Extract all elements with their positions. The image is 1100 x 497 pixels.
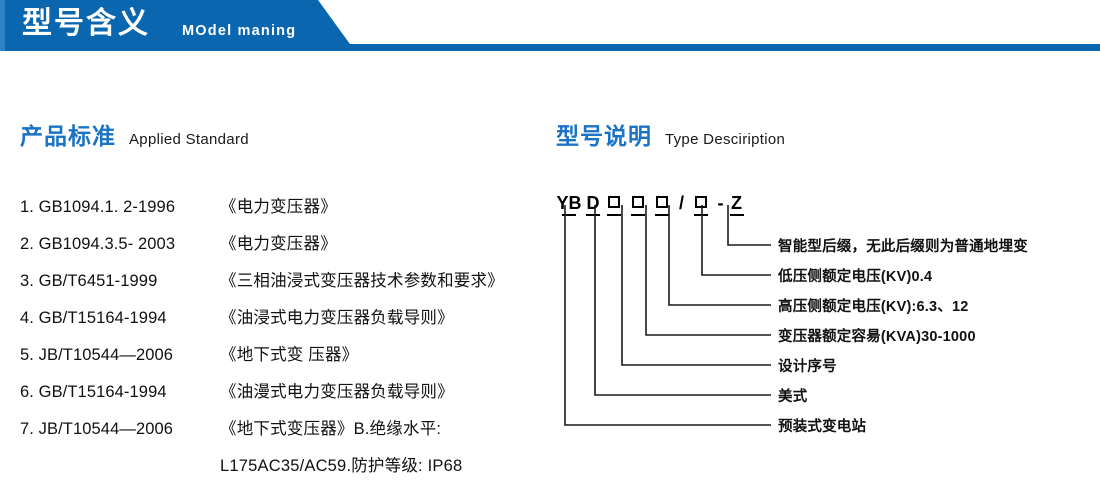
type-code-token: Z [731,193,742,213]
standard-name: 《地下式变压器》B.绝缘水平: [220,420,442,438]
header-left-edge-stripe [0,0,5,51]
standard-code: 1. GB1094.1. 2-1996 [20,198,176,216]
type-code-token: D [586,193,600,213]
placeholder-square-icon [695,196,707,208]
type-code-placeholder-box [628,193,648,214]
standard-name: 《三相油浸式变压器技术参数和要求》 [220,272,504,290]
type-code-label: 低压侧额定电压(KV)0.4 [778,269,933,285]
standard-code: 7. JB/T10544—2006 [20,420,174,438]
type-code-token: / [678,193,684,213]
placeholder-square-icon [608,196,620,208]
standards-list: 1. GB1094.1. 2-1996《电力变压器》2. GB1094.3.5-… [20,193,550,489]
standard-row: 4. GB/T15164-1994 《油浸式电力变压器负载导则》 [20,304,550,341]
section-heading-type-description: 型号说明 Type Desciription [556,117,785,151]
standard-name: 《油漫式电力变压器负载导则》 [220,383,454,401]
type-code-label: 变压器额定容昜(KVA)30-1000 [778,329,976,345]
standard-row: 7. JB/T10544—2006 《地下式变压器》B.绝缘水平: [20,415,550,452]
type-code-placeholder-box [691,193,711,214]
section-heading-en: Type Desciription [665,131,786,148]
type-code-label: 高压侧额定电压(KV):6.3、12 [778,299,969,315]
page-header-banner: 型号含义 MOdel maning [0,0,1100,52]
section-heading-en: Applied Standard [129,131,249,148]
standard-row: 3. GB/T6451-1999 《三相油浸式变压器技术参数和要求》 [20,267,550,304]
standard-name: L175AC35/AC59.防护等级: IP68 [220,457,463,475]
standard-code: 6. GB/T15164-1994 [20,383,167,401]
leader-lines [564,205,771,426]
type-code-placeholder-box [652,193,672,214]
section-heading-cn: 产品标准 [20,123,116,149]
type-code-label: 设计序号 [778,359,837,375]
standard-name: 《电力变压器》 [220,198,337,216]
standard-name: 《地下式变 压器》 [220,346,359,364]
standard-row: L175AC35/AC59.防护等级: IP68 [20,452,550,489]
placeholder-square-icon [632,196,644,208]
standard-row: 6. GB/T15164-1994 《油漫式电力变压器负载导则》 [20,378,550,415]
type-code-label: 预装式变电站 [778,419,867,435]
standard-row: 1. GB1094.1. 2-1996 《电力变压器》 [20,193,550,230]
header-accent-bar [0,44,1100,51]
page-title: 型号含义 [22,7,150,40]
type-code-token: - [717,193,724,213]
page-subtitle: MOdel maning [182,23,297,39]
type-code-label: 美式 [778,389,808,405]
standard-code: 5. JB/T10544—2006 [20,346,174,364]
header-blue-shape [0,0,355,51]
standard-row: 2. GB1094.3.5- 2003 《电力变压器》 [20,230,550,267]
section-heading-applied-standard: 产品标准 Applied Standard [20,117,249,151]
standard-code: 2. GB1094.3.5- 2003 [20,235,176,253]
section-heading-cn: 型号说明 [556,123,652,149]
placeholder-square-icon [656,196,668,208]
type-code-label: 智能型后缀，无此后缀则为普通地埋变 [778,239,1028,255]
standard-row: 5. JB/T10544—2006 《地下式变 压器》 [20,341,550,378]
standard-name: 《电力变压器》 [220,235,337,253]
standard-code: 3. GB/T6451-1999 [20,272,158,290]
standard-name: 《油浸式电力变压器负载导则》 [220,309,454,327]
type-code-placeholder-box [604,193,624,214]
type-code-token: YB [556,193,582,213]
standard-code: 4. GB/T15164-1994 [20,309,167,327]
